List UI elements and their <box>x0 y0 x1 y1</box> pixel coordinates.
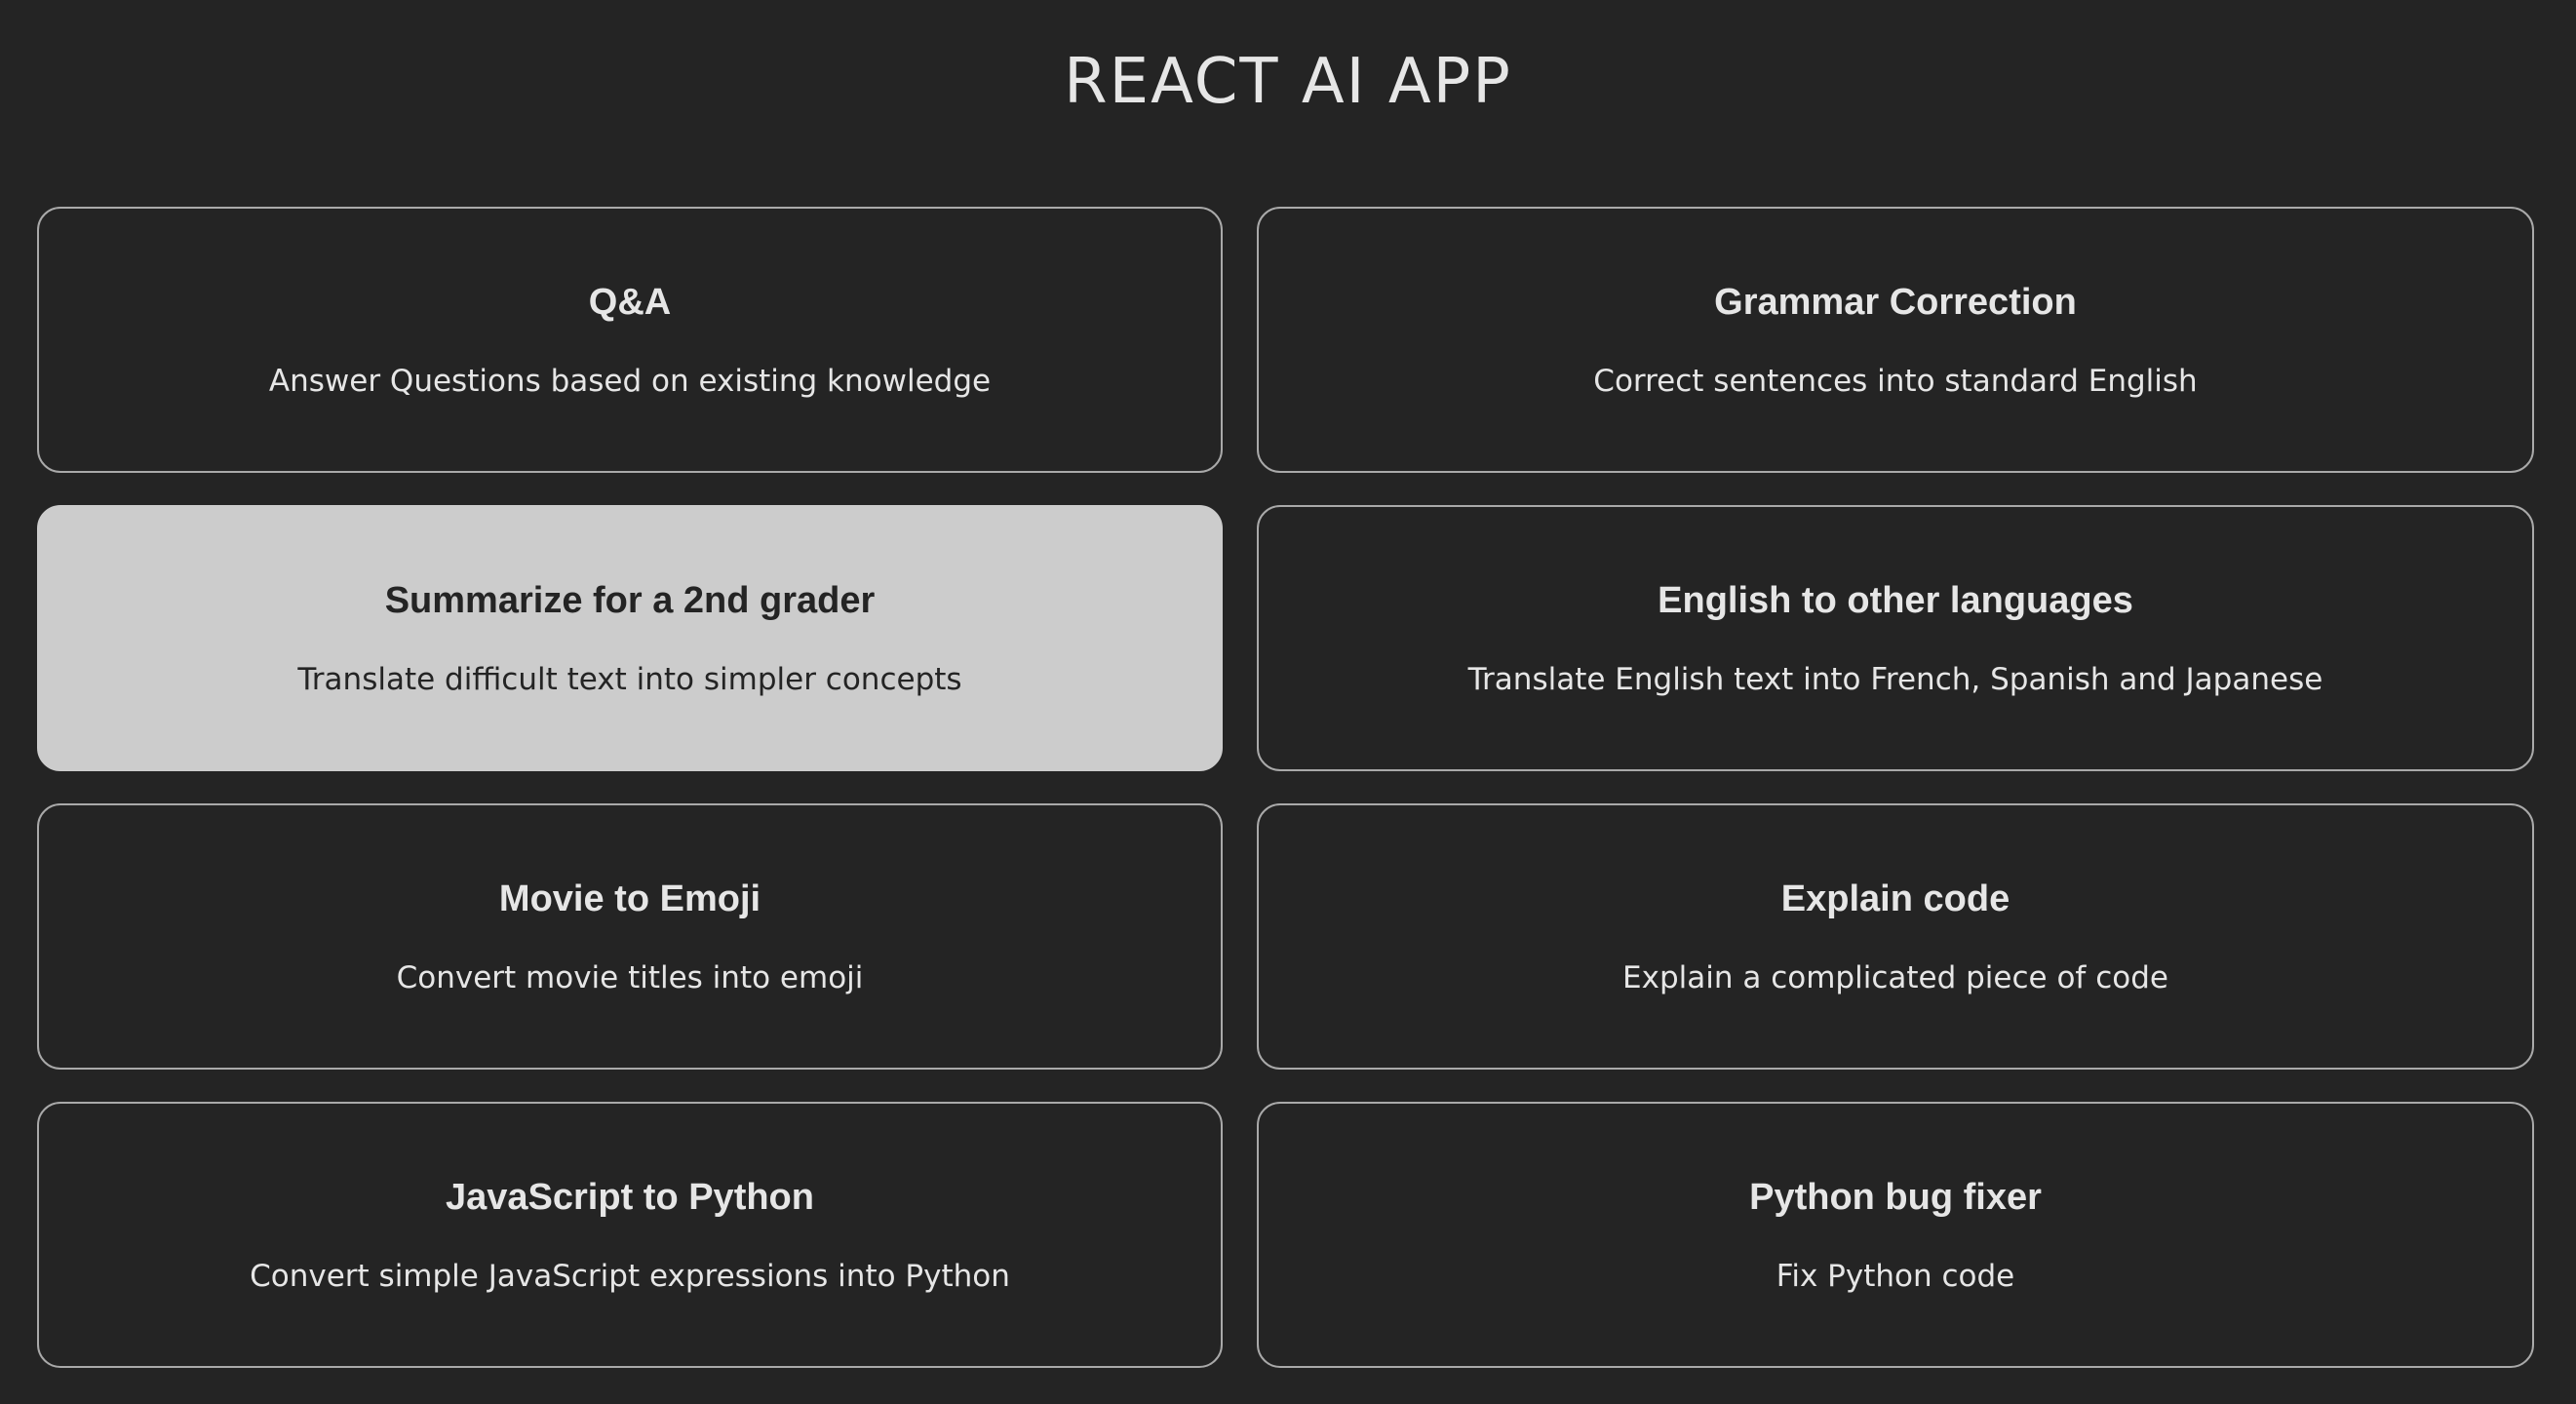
card-summarize-2nd-grader[interactable]: Summarize for a 2nd grader Translate dif… <box>37 505 1223 771</box>
card-title: Explain code <box>1780 878 2010 919</box>
card-description: Translate English text into French, Span… <box>1467 661 2323 697</box>
card-description: Convert movie titles into emoji <box>396 959 864 995</box>
card-description: Explain a complicated piece of code <box>1622 959 2168 995</box>
card-description: Answer Questions based on existing knowl… <box>268 363 992 399</box>
card-movie-to-emoji[interactable]: Movie to Emoji Convert movie titles into… <box>37 803 1223 1070</box>
card-title: English to other languages <box>1658 579 2133 621</box>
card-description: Correct sentences into standard English <box>1593 363 2198 399</box>
card-description: Translate difficult text into simpler co… <box>297 661 962 697</box>
card-description: Fix Python code <box>1776 1258 2015 1294</box>
card-javascript-to-python[interactable]: JavaScript to Python Convert simple Java… <box>37 1102 1223 1368</box>
card-qa[interactable]: Q&A Answer Questions based on existing k… <box>37 207 1223 473</box>
card-title: Python bug fixer <box>1749 1176 2042 1218</box>
option-grid: Q&A Answer Questions based on existing k… <box>37 207 2534 1368</box>
card-title: JavaScript to Python <box>446 1176 814 1218</box>
card-explain-code[interactable]: Explain code Explain a complicated piece… <box>1257 803 2534 1070</box>
card-description: Convert simple JavaScript expressions in… <box>250 1258 1010 1294</box>
app-title: REACT AI APP <box>1064 46 1512 118</box>
card-title: Summarize for a 2nd grader <box>384 579 876 621</box>
card-english-to-other-languages[interactable]: English to other languages Translate Eng… <box>1257 505 2534 771</box>
card-title: Q&A <box>588 281 672 323</box>
card-title: Movie to Emoji <box>498 878 761 919</box>
card-python-bug-fixer[interactable]: Python bug fixer Fix Python code <box>1257 1102 2534 1368</box>
card-grammar-correction[interactable]: Grammar Correction Correct sentences int… <box>1257 207 2534 473</box>
card-title: Grammar Correction <box>1714 281 2077 323</box>
